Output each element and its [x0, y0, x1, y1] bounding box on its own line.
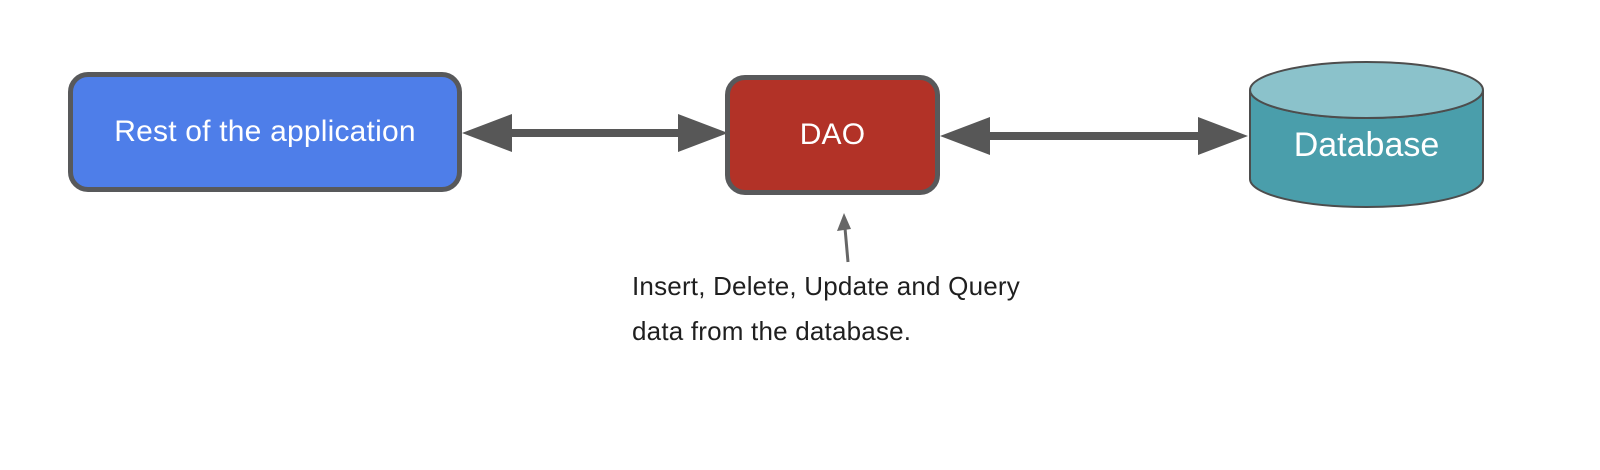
- bidirectional-arrow-app-dao: [462, 114, 728, 152]
- database-cylinder-icon: [1249, 61, 1484, 208]
- node-rest-of-application: Rest of the application: [68, 72, 462, 192]
- bidirectional-arrow-dao-database: [940, 117, 1248, 155]
- double-arrow-icon: [462, 114, 728, 152]
- annotation-arrow-head: [837, 213, 851, 231]
- cylinder-top: [1249, 61, 1484, 119]
- double-arrow-icon: [940, 117, 1248, 155]
- annotation-arrow-shaft: [843, 227, 850, 263]
- annotation-arrow-icon: [837, 213, 851, 263]
- node-dao: DAO: [725, 75, 940, 195]
- annotation-line-1: Insert, Delete, Update and Query: [632, 271, 1020, 301]
- annotation-line-2: data from the database.: [632, 316, 912, 346]
- node-database-label: Database: [1293, 126, 1440, 164]
- annotation-text: Insert, Delete, Update and Query data fr…: [632, 264, 1020, 354]
- node-rest-of-application-label: Rest of the application: [114, 115, 416, 148]
- node-dao-label: DAO: [799, 118, 866, 151]
